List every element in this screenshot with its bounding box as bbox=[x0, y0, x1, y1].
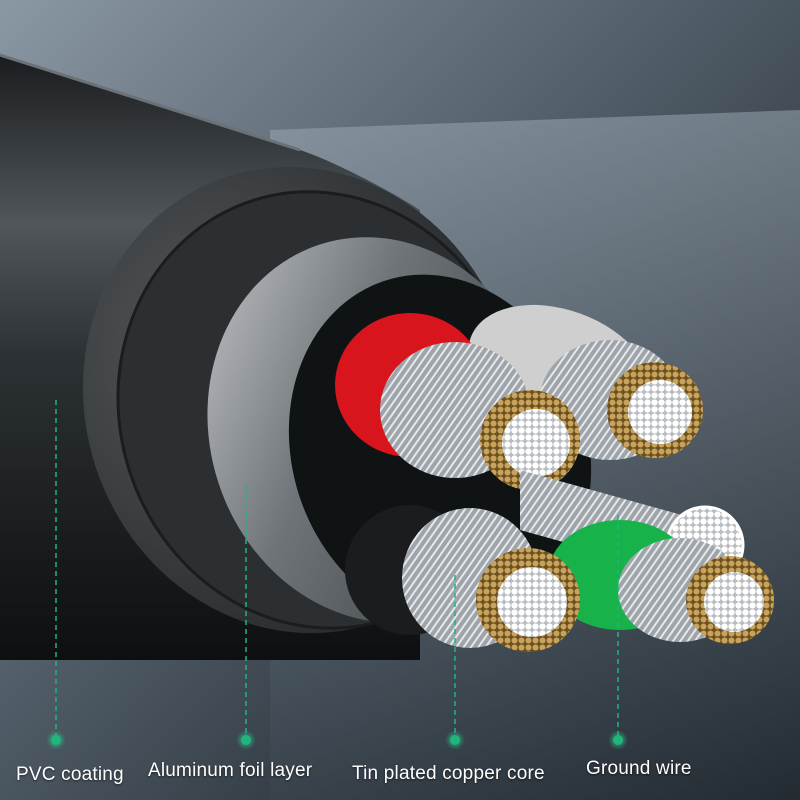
red-conductor bbox=[335, 313, 580, 490]
callout-line bbox=[46, 400, 66, 750]
green-conductor bbox=[548, 520, 774, 644]
black-conductor bbox=[345, 505, 580, 652]
callout-line bbox=[608, 515, 628, 750]
callout-label: PVC coating bbox=[16, 764, 124, 785]
callout-label: Aluminum foil layer bbox=[148, 760, 313, 781]
callout-label: Tin plated copper core bbox=[352, 763, 545, 784]
callout-line bbox=[236, 485, 256, 750]
callout-line bbox=[445, 575, 465, 750]
callout-label: Ground wire bbox=[586, 758, 692, 779]
